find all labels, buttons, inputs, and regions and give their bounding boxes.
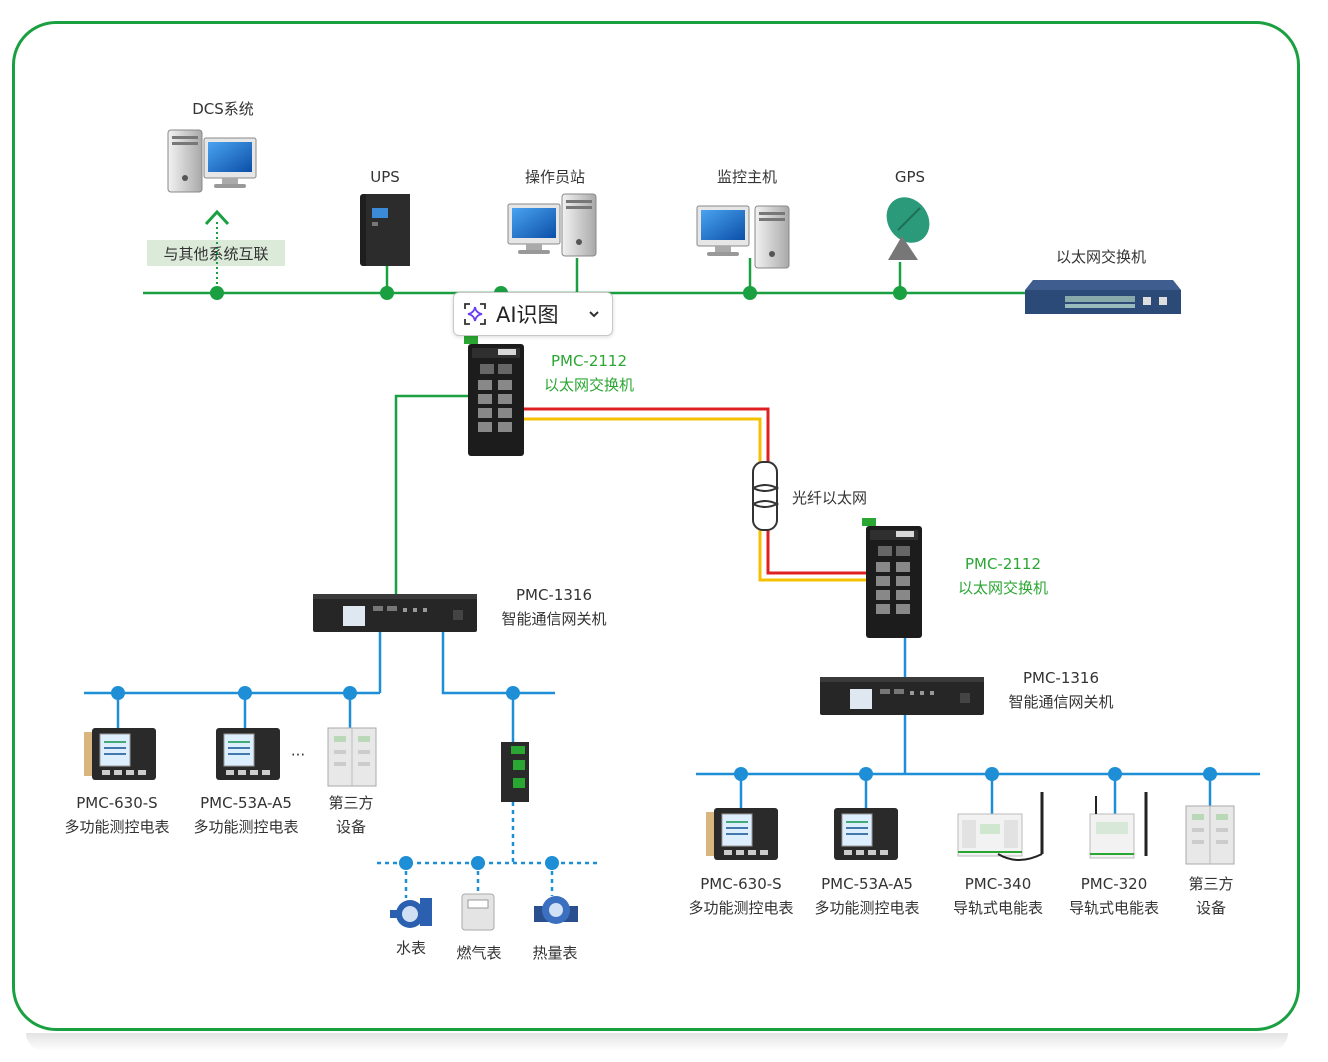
gas-meter-icon (461, 893, 495, 931)
right-switch-model: PMC-2112 (965, 555, 1041, 573)
pmc-340-din-meter-icon (957, 792, 1044, 861)
right-gateway-model: PMC-1316 (1023, 669, 1099, 687)
left-meter-bus-link (441, 632, 555, 695)
ethernet-switch-label: 以太网交换机 (1056, 248, 1146, 266)
left-device-3-name: 设备 (336, 818, 366, 836)
water-meter-label: 水表 (396, 939, 426, 957)
dcs-label: DCS系统 (192, 100, 254, 118)
heat-meter-icon (534, 896, 578, 924)
right-device-4-model: PMC-320 (1081, 875, 1148, 893)
water-meter-icon (390, 898, 432, 928)
backbone-node-dcs (210, 286, 224, 300)
heat-meter-label: 热量表 (532, 944, 577, 962)
dcs-computer-icon (167, 129, 257, 193)
right-third-party-cabinet-icon (1185, 805, 1235, 865)
left-device-1-model: PMC-630-S (76, 794, 157, 812)
right-switch-name: 以太网交换机 (958, 579, 1048, 597)
pmc-320-din-meter-icon (1089, 792, 1148, 859)
ai-recognize-button[interactable]: AI识图 (453, 292, 613, 336)
operator-station-icon (507, 193, 597, 257)
monitor-host-icon (696, 205, 790, 269)
backbone-node-ups (380, 286, 394, 300)
right-device-3-name: 导轨式电能表 (953, 899, 1043, 917)
pmc-53a-meter-icon (215, 727, 281, 781)
ai-sparkle-icon (464, 303, 486, 325)
left-switch-model: PMC-2112 (551, 352, 627, 370)
right-device-1-model: PMC-630-S (700, 875, 781, 893)
fiber-label: 光纤以太网 (792, 489, 867, 507)
left-device-1-name: 多功能测控电表 (64, 818, 169, 836)
operator-station-label: 操作员站 (525, 168, 585, 186)
left-gateway-model: PMC-1316 (516, 586, 592, 604)
diagram-frame (12, 21, 1300, 1031)
right-device-5-name: 设备 (1196, 899, 1226, 917)
right-pmc-630s-meter-icon (706, 807, 779, 861)
pmc-630s-meter-icon (84, 727, 157, 781)
gps-satellite-dish-icon (886, 197, 930, 260)
right-device-5-model: 第三方 (1188, 875, 1233, 893)
right-gateway-icon (820, 677, 984, 715)
frame-shadow (26, 1033, 1288, 1051)
right-device-2-model: PMC-53A-A5 (821, 875, 913, 893)
protocol-converter-icon (501, 742, 529, 802)
ai-button-label: AI识图 (496, 303, 559, 327)
left-ethernet-link (394, 394, 470, 594)
right-device-1-name: 多功能测控电表 (688, 899, 793, 917)
gas-meter-label: 燃气表 (456, 944, 501, 962)
fiber-conduit-icon (752, 461, 780, 531)
third-party-cabinet-icon (327, 727, 377, 787)
backbone-node-gps (893, 286, 907, 300)
right-industrial-switch-icon (862, 518, 922, 638)
chevron-down-icon[interactable] (588, 308, 600, 320)
ethernet-switch-icon (1025, 280, 1181, 314)
left-ellipsis: ··· (291, 746, 305, 764)
left-device-2-name: 多功能测控电表 (193, 818, 298, 836)
left-industrial-switch-icon (464, 336, 524, 456)
right-gateway-name: 智能通信网关机 (1008, 693, 1113, 711)
right-device-3-model: PMC-340 (965, 875, 1032, 893)
left-device-3-model: 第三方 (328, 794, 373, 812)
ups-label: UPS (370, 168, 400, 186)
backbone-node-monitor (743, 286, 757, 300)
left-gateway-name: 智能通信网关机 (501, 610, 606, 628)
interlink-arrow-icon (204, 209, 230, 226)
monitor-host-label: 监控主机 (717, 168, 777, 186)
ups-icon (360, 194, 410, 266)
gps-label: GPS (895, 168, 925, 186)
right-device-4-name: 导轨式电能表 (1069, 899, 1159, 917)
right-device-2-name: 多功能测控电表 (814, 899, 919, 917)
right-pmc-53a-meter-icon (833, 807, 899, 861)
left-device-2-model: PMC-53A-A5 (200, 794, 292, 812)
left-gateway-icon (313, 594, 477, 632)
interlink-label: 与其他系统互联 (163, 245, 269, 263)
left-switch-name: 以太网交换机 (544, 376, 634, 394)
